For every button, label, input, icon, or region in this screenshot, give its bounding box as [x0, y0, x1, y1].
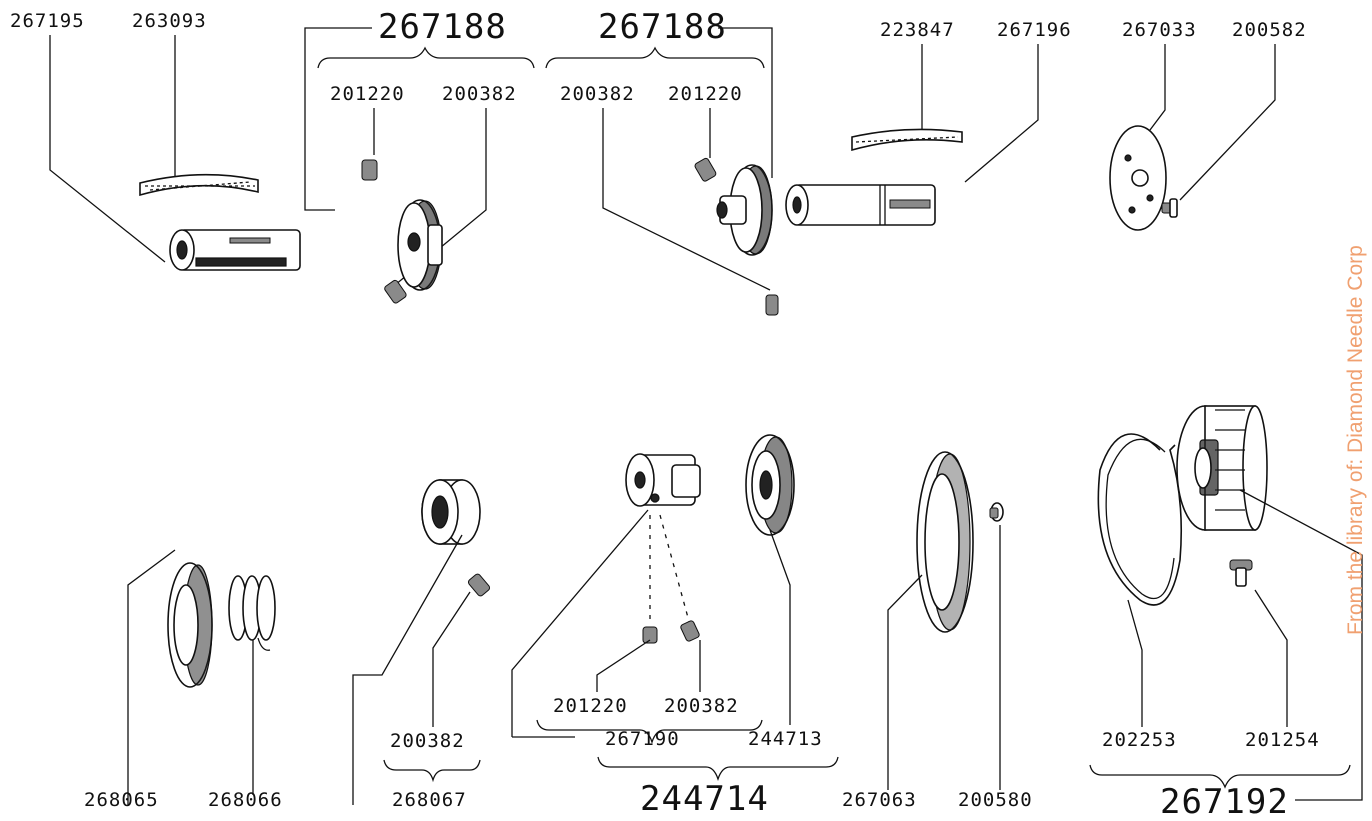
label-267195: 267195 [10, 10, 85, 32]
set-screw-200382-c [467, 573, 491, 597]
set-screw-200382-a [384, 279, 407, 304]
set-screw-200382-b [765, 294, 779, 316]
label-201254: 201254 [1245, 729, 1320, 751]
wick-263093 [139, 173, 259, 197]
flange-267063 [916, 451, 974, 633]
label-267192: 267192 [1160, 782, 1289, 821]
leader-267192 [1239, 489, 1363, 801]
washer-268065 [167, 562, 213, 688]
bearing-244713 [745, 434, 795, 536]
label-223847: 223847 [880, 19, 955, 41]
label-268066: 268066 [208, 789, 283, 811]
wick-223847 [851, 128, 963, 152]
gear-267188-right [716, 164, 773, 256]
label-201220-a: 201220 [330, 83, 405, 105]
leader-200582 [1179, 44, 1276, 201]
leader-202253 [1127, 599, 1143, 727]
label-268065: 268065 [84, 789, 159, 811]
label-202253: 202253 [1102, 729, 1177, 751]
screw-201254 [1229, 559, 1253, 587]
label-201220-c: 201220 [553, 695, 628, 717]
leader-267188-right [718, 27, 773, 178]
label-268067: 268067 [392, 789, 467, 811]
guide-200382-d [659, 514, 691, 626]
watermark-text: From the library of: Diamond Needle Corp [1344, 245, 1367, 635]
spring-268066 [228, 575, 276, 651]
leader-267190 [511, 509, 649, 737]
plate-267033 [1109, 125, 1167, 231]
label-267063: 267063 [842, 789, 917, 811]
brace-267190-group [536, 719, 763, 745]
label-200382-a: 200382 [442, 83, 517, 105]
brace-267188-right [545, 46, 765, 69]
label-201220-b: 201220 [668, 83, 743, 105]
label-267033: 267033 [1122, 19, 1197, 41]
shaft-267196 [785, 184, 936, 226]
brace-268067 [383, 759, 481, 783]
leader-200382-c [432, 591, 471, 727]
leader-267188-left [304, 27, 372, 211]
leader-201254 [1254, 589, 1288, 727]
set-screw-200382-d [680, 620, 700, 642]
label-200582: 200582 [1232, 19, 1307, 41]
leader-200382-b [602, 108, 771, 291]
label-200382-b: 200382 [560, 83, 635, 105]
label-200580: 200580 [958, 789, 1033, 811]
brace-267188-left [317, 46, 535, 69]
label-267196: 267196 [997, 19, 1072, 41]
set-screw-201220-a [361, 159, 378, 181]
label-267188-left: 267188 [378, 7, 507, 47]
leader-268065 [127, 549, 176, 805]
collar-268067 [421, 479, 481, 545]
label-200382-d: 200382 [664, 695, 739, 717]
leader-267063 [887, 574, 923, 790]
label-244714: 244714 [640, 779, 769, 819]
set-screw-201220-c [642, 626, 658, 644]
hub-267190 [625, 453, 701, 507]
screw-200580 [989, 502, 1004, 522]
brace-267192 [1089, 764, 1351, 789]
gear-267188-left [397, 199, 443, 291]
snap-ring-202253 [1097, 433, 1183, 606]
label-267190: 267190 [605, 728, 680, 750]
watermark: From the library of: Diamond Needle Corp [1344, 245, 1367, 635]
set-screw-201220-b [694, 157, 717, 182]
brace-244714 [597, 756, 839, 782]
shaft-267195 [169, 229, 301, 271]
label-244713: 244713 [748, 728, 823, 750]
screw-200582 [1161, 198, 1178, 218]
label-267188-right: 267188 [598, 7, 727, 47]
label-263093: 263093 [132, 10, 207, 32]
leader-267196 [964, 44, 1039, 183]
leader-244713 [769, 529, 791, 725]
knob-267192 [1176, 405, 1268, 531]
leader-268067 [352, 534, 463, 805]
label-200382-c: 200382 [390, 730, 465, 752]
leader-201220-c [596, 639, 651, 692]
leader-267195 [49, 35, 166, 263]
